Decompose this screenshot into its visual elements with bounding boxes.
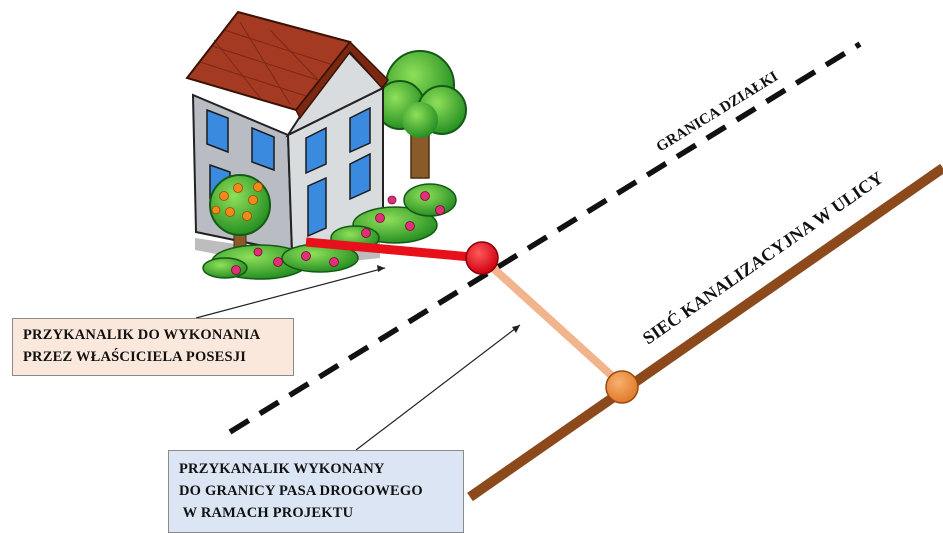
plot-boundary-label: GRANICA DZIAŁKI xyxy=(654,69,781,156)
sewer-pipe xyxy=(467,163,943,502)
bush-icon xyxy=(202,243,359,280)
owner-connection-callout: PRZYKANALIK DO WYKONANIA PRZEZ WŁAŚCICIE… xyxy=(12,318,294,376)
project-callout-line-2: DO GRANICY PASA DROGOWEGO xyxy=(179,483,423,499)
tree-icon xyxy=(375,50,467,179)
project-connection-line xyxy=(479,255,625,388)
sewer-node xyxy=(605,370,639,404)
plot-boundary-line xyxy=(228,41,862,435)
owner-connection-line xyxy=(305,237,483,263)
boundary-node xyxy=(465,241,499,275)
owner-callout-arrowhead xyxy=(377,265,385,272)
project-connection-callout: PRZYKANALIK WYKONANY DO GRANICY PASA DRO… xyxy=(168,450,464,533)
owner-callout-leader xyxy=(195,267,386,319)
project-callout-line-3: W RAMACH PROJEKTU xyxy=(179,505,354,521)
sewer-network-label: SIEĆ KANALIZACYJNA W ULICY xyxy=(638,167,886,349)
owner-callout-line-2: PRZEZ WŁAŚCICIELA POSESJI xyxy=(23,349,247,365)
project-callout-line-1: PRZYKANALIK WYKONANY xyxy=(179,461,385,477)
owner-callout-line-1: PRZYKANALIK DO WYKONANIA xyxy=(23,327,261,343)
bush-icon xyxy=(330,183,457,251)
project-callout-leader xyxy=(355,324,521,451)
orange-tree-icon xyxy=(209,174,271,249)
project-callout-arrowhead xyxy=(512,325,520,333)
